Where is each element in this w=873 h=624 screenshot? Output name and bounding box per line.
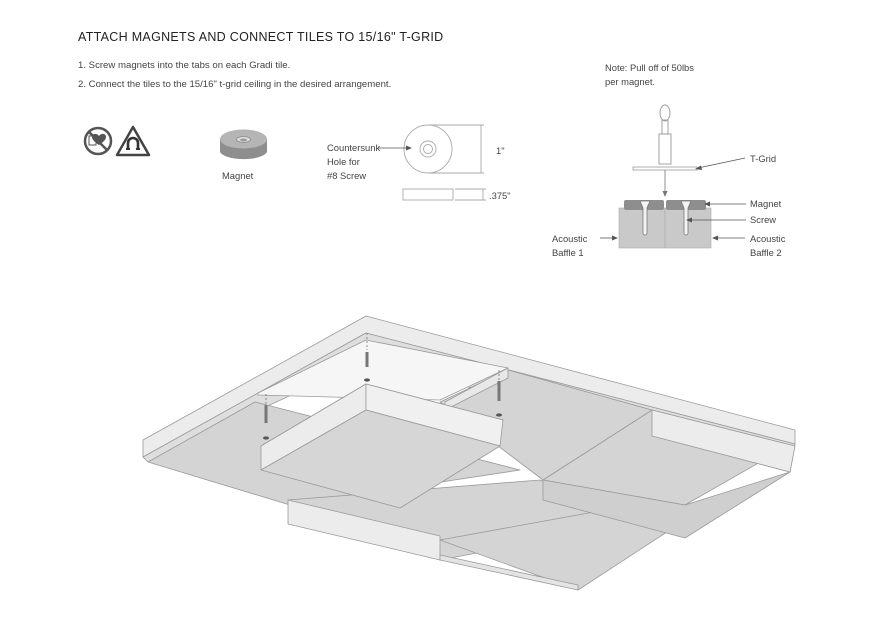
- step-1: 1. Screw magnets into the tabs on each G…: [78, 60, 291, 71]
- step-2: 2. Connect the tiles to the 15/16" t-gri…: [78, 79, 392, 90]
- tgrid-label: T-Grid: [750, 153, 777, 164]
- countersunk-arrow: [378, 145, 412, 151]
- countersunk-label: Countersunk Hole for #8 Screw: [327, 141, 380, 183]
- baffle-2-line-2: Baffle 2: [750, 247, 782, 258]
- ceiling-assembly: [142, 315, 796, 591]
- baffle-1-line-2: Baffle 1: [552, 247, 584, 258]
- note-line-2: per magnet.: [605, 76, 656, 87]
- thickness-label: .375": [489, 190, 511, 201]
- no-pacemaker-icon: [83, 126, 113, 156]
- baffle-1-label: Acoustic Baffle 1: [552, 232, 587, 260]
- magnet-warning-icon: [115, 125, 151, 157]
- baffle-1-line-1: Acoustic: [552, 233, 588, 244]
- countersunk-line-1: Countersunk: [327, 142, 381, 153]
- note-line-1: Note: Pull off of 50lbs: [605, 62, 694, 73]
- baffle-2-label: Acoustic Baffle 2: [750, 232, 785, 260]
- detail-magnet-label: Magnet: [750, 198, 782, 209]
- diameter-label: 1": [496, 145, 505, 156]
- tile-fasteners: [263, 333, 502, 440]
- countersunk-line-3: #8 Screw: [327, 170, 367, 181]
- page-title: ATTACH MAGNETS AND CONNECT TILES TO 15/1…: [78, 30, 444, 44]
- screw-label: Screw: [750, 214, 777, 225]
- magnet-top-view: [402, 124, 486, 201]
- note: Note: Pull off of 50lbs per magnet.: [605, 61, 694, 89]
- countersunk-line-2: Hole for: [327, 156, 360, 167]
- magnet-label: Magnet: [222, 170, 254, 181]
- magnet-illustration: [220, 129, 267, 160]
- baffle-2-line-1: Acoustic: [750, 233, 786, 244]
- cross-section-detail: [600, 104, 746, 249]
